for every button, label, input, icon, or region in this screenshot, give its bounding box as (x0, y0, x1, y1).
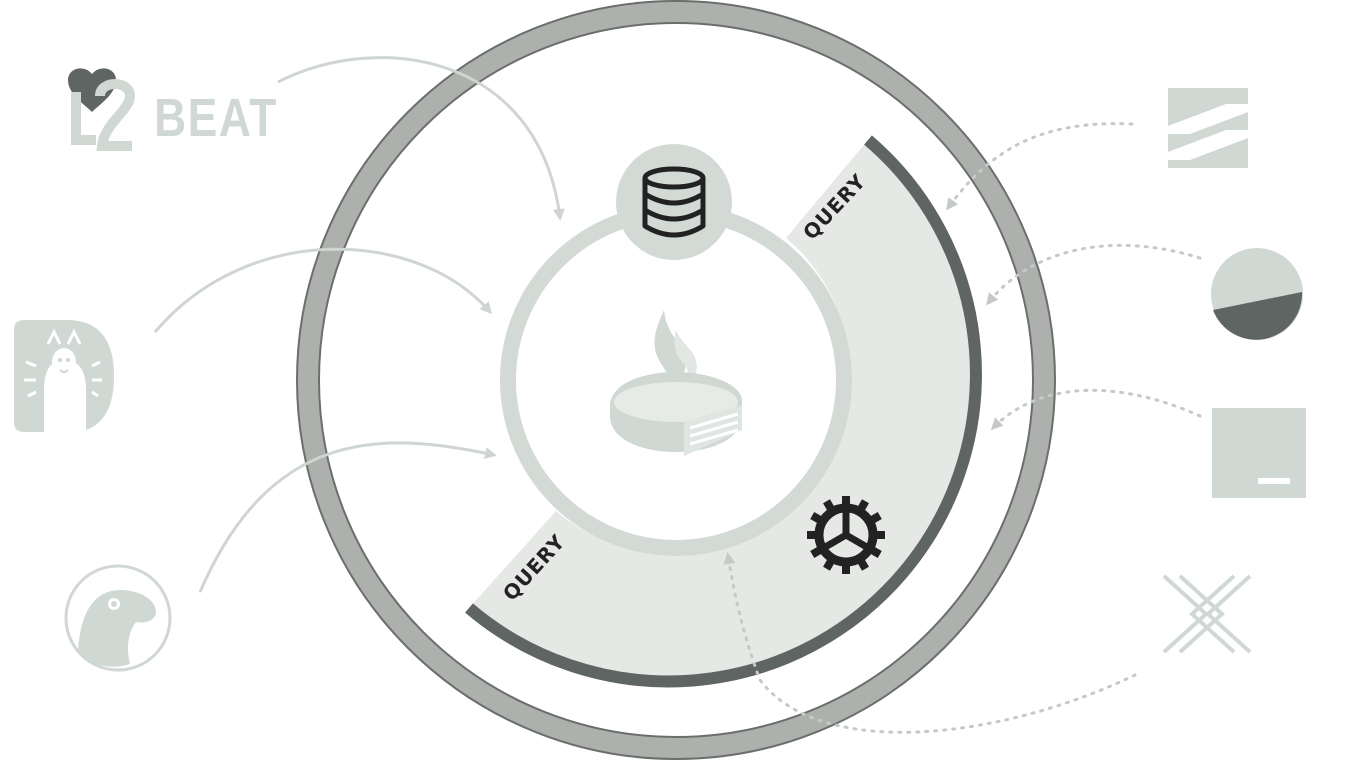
l2beat-logo: BEAT (68, 68, 278, 151)
oracle-flame-logo (610, 310, 742, 456)
arrow-l2beat (277, 56, 565, 221)
gear-icon (807, 496, 885, 574)
x-chevrons-logo (1162, 574, 1252, 654)
zerion-z-logo (1168, 88, 1248, 168)
alpaca-logo (14, 320, 114, 432)
square-underscore-logo (1212, 408, 1306, 498)
l2beat-text: BEAT (154, 88, 278, 148)
arrow-xlogo (723, 552, 1137, 734)
half-circle-logo (1211, 248, 1303, 340)
query-sector-arc (465, 135, 982, 688)
database-icon (616, 144, 732, 260)
arrow-alpaca (153, 247, 492, 333)
query-sector (469, 140, 976, 682)
coingecko-gecko-logo (64, 564, 172, 672)
arrow-square (990, 388, 1202, 431)
outer-ring-inner (298, 2, 1054, 758)
arrow-halfcircle (986, 243, 1202, 306)
arrow-gecko (198, 441, 497, 593)
